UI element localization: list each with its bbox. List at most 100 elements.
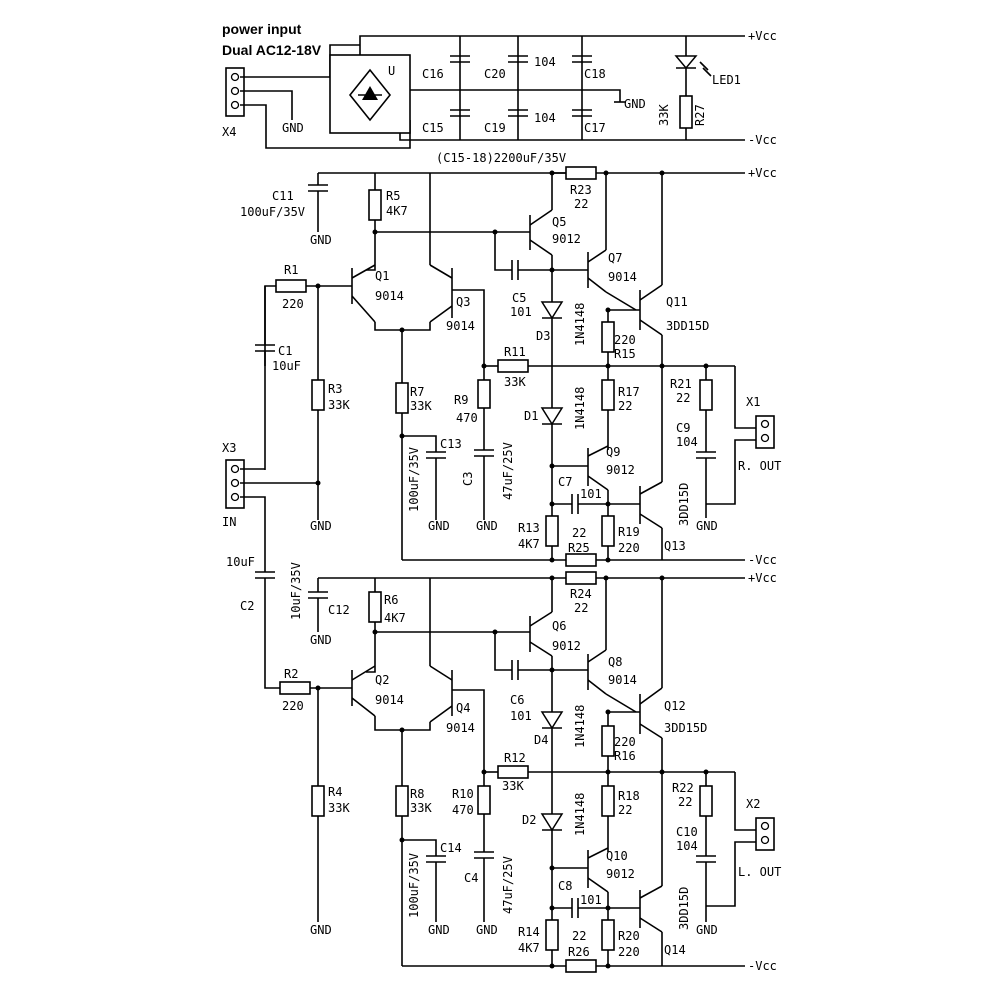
resistor-r13 xyxy=(545,515,559,547)
value-c13: 100uF/35V xyxy=(407,447,421,512)
value-c7: 101 xyxy=(580,487,602,501)
value-c4: 47uF/25V xyxy=(501,856,515,914)
label-c8: C8 xyxy=(558,879,572,893)
label-q13: Q13 xyxy=(664,539,686,553)
label-r20: R20 xyxy=(618,929,640,943)
gnd-label: GND xyxy=(310,519,332,533)
resistor-r8 xyxy=(395,785,409,817)
label-c2: C2 xyxy=(240,599,254,613)
label-vcc-neg: -Vcc xyxy=(748,553,777,567)
value-q10: 9012 xyxy=(606,867,635,881)
resistor-r7 xyxy=(395,382,409,414)
value-r5: 4K7 xyxy=(386,204,408,218)
led1-icon xyxy=(674,55,698,70)
gnd-label: GND xyxy=(310,633,332,647)
value-q6: 9012 xyxy=(552,639,581,653)
diode-d2-icon xyxy=(540,813,564,832)
resistor-r2 xyxy=(279,681,311,695)
label-c17: C17 xyxy=(584,121,606,135)
value-r21: 22 xyxy=(676,391,690,405)
value-r9: 470 xyxy=(456,411,478,425)
gnd-label: GND xyxy=(310,233,332,247)
label-c4: C4 xyxy=(464,871,478,885)
label-q8: Q8 xyxy=(608,655,622,669)
label-r6: R6 xyxy=(384,593,398,607)
label-vcc-pos: +Vcc xyxy=(748,166,777,180)
label-c14: C14 xyxy=(440,841,462,855)
value-r6: 4K7 xyxy=(384,611,406,625)
label-c9: C9 xyxy=(676,421,690,435)
gnd-label: GND xyxy=(282,121,304,135)
label-x1: X1 xyxy=(746,395,760,409)
gnd-label: GND xyxy=(428,519,450,533)
value-r11: 33K xyxy=(504,375,526,389)
label-x4: X4 xyxy=(222,125,236,139)
resistor-r26 xyxy=(565,959,597,973)
label-r8: R8 xyxy=(410,787,424,801)
value-c8: 101 xyxy=(580,893,602,907)
value-c3: 47uF/25V xyxy=(501,442,515,500)
value-q7: 9014 xyxy=(608,270,637,284)
resistor-r15 xyxy=(601,321,615,353)
resistor-r5 xyxy=(368,189,382,221)
label-vcc-pos: +Vcc xyxy=(748,29,777,43)
label-r3: R3 xyxy=(328,382,342,396)
label-r19: R19 xyxy=(618,525,640,539)
resistor-r25 xyxy=(565,553,597,567)
value-d1: 1N4148 xyxy=(573,387,587,430)
label-c13: C13 xyxy=(440,437,462,451)
label-x2: X2 xyxy=(746,797,760,811)
label-l-out: L. OUT xyxy=(738,865,781,879)
label-c19: C19 xyxy=(484,121,506,135)
gnd-label: GND xyxy=(310,923,332,937)
value-q2: 9014 xyxy=(375,693,404,707)
value-d3: 1N4148 xyxy=(573,303,587,346)
label-r-out: R. OUT xyxy=(738,459,781,473)
value-r18: 22 xyxy=(618,803,632,817)
value-r2: 220 xyxy=(282,699,304,713)
label-q3: Q3 xyxy=(456,295,470,309)
label-q12: Q12 xyxy=(664,699,686,713)
resistor-r6 xyxy=(368,591,382,623)
label-r7: R7 xyxy=(410,385,424,399)
gnd-label: GND xyxy=(428,923,450,937)
value-d4: 1N4148 xyxy=(573,705,587,748)
value-c19: 104 xyxy=(534,111,556,125)
value-c5: 101 xyxy=(510,305,532,319)
resistor-r4 xyxy=(311,785,325,817)
label-d2: D2 xyxy=(522,813,536,827)
gnd-label: GND xyxy=(476,923,498,937)
label-c5: C5 xyxy=(512,291,526,305)
label-q7: Q7 xyxy=(608,251,622,265)
label-d3: D3 xyxy=(536,329,550,343)
value-q4: 9014 xyxy=(446,721,475,735)
value-r16: 220 xyxy=(614,735,636,749)
resistor-r27 xyxy=(679,95,693,129)
resistor-r20 xyxy=(601,919,615,951)
gnd-label: GND xyxy=(476,519,498,533)
right-channel: +Vcc -Vcc GND C11 100uF/35V R5 4K7 R23 2… xyxy=(222,166,781,572)
value-q12: 3DD15D xyxy=(664,721,707,735)
resistor-r21 xyxy=(699,379,713,411)
resistor-r1 xyxy=(275,279,307,293)
label-d4: D4 xyxy=(534,733,548,747)
value-r8: 33K xyxy=(410,801,432,815)
label-r11: R11 xyxy=(504,345,526,359)
label-c16: C16 xyxy=(422,67,444,81)
supply-cap-note: (C15-18)2200uF/35V xyxy=(436,151,566,165)
value-r4: 33K xyxy=(328,801,350,815)
label-c3: C3 xyxy=(461,472,475,486)
value-c2-short: 10uF xyxy=(226,555,255,569)
value-r20: 220 xyxy=(618,945,640,959)
label-r4: R4 xyxy=(328,785,342,799)
resistor-r18 xyxy=(601,785,615,817)
value-r26: 22 xyxy=(572,929,586,943)
label-q1: Q1 xyxy=(375,269,389,283)
label-r26: R26 xyxy=(568,945,590,959)
value-r14: 4K7 xyxy=(518,941,540,955)
label-r9: R9 xyxy=(454,393,468,407)
resistor-r24 xyxy=(565,571,597,585)
label-r14: R14 xyxy=(518,925,540,939)
header-dual-ac: Dual AC12-18V xyxy=(222,42,322,58)
